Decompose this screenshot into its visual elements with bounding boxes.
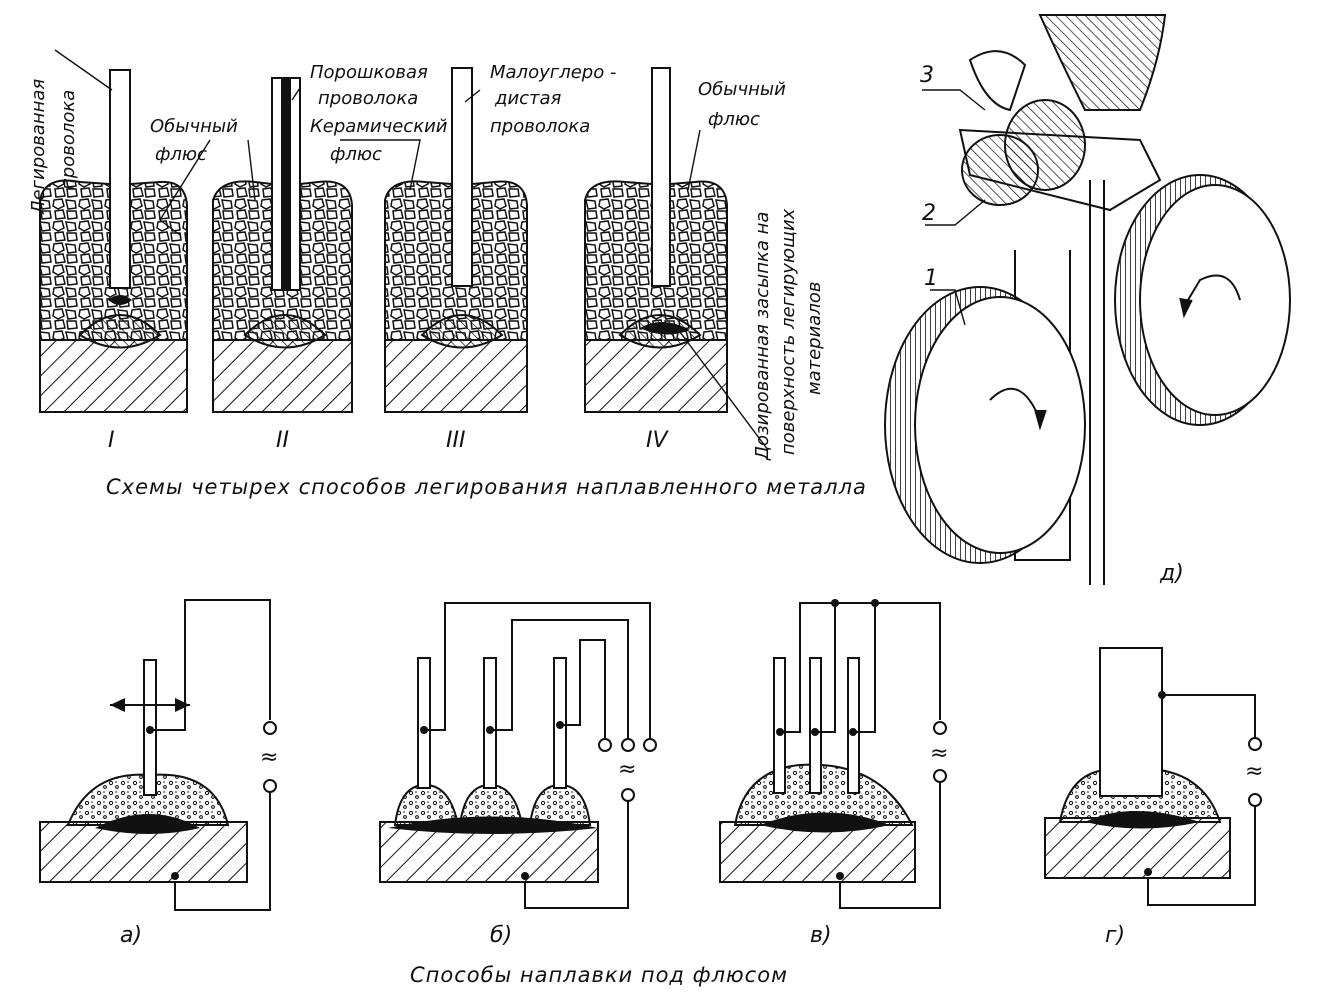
- letter-a: а): [120, 923, 142, 948]
- label-alloyed-wire-1: Легированная: [28, 79, 49, 215]
- label-ceramic-flux-1: Керамический: [310, 116, 448, 137]
- letter-b: б): [490, 923, 512, 948]
- scheme-panel-4: [584, 67, 728, 413]
- label-dosed-fill-1: Дозированная засыпка на: [752, 212, 773, 461]
- base-metal: [384, 339, 528, 413]
- weld-bead: [243, 314, 327, 349]
- letter-c: в): [810, 923, 832, 948]
- label-ordinary-flux-2: флюс: [155, 144, 207, 165]
- wire-core: [281, 78, 291, 290]
- base-metal: [584, 339, 728, 413]
- alloy-dose: [640, 321, 690, 335]
- numeral-i: I: [108, 428, 115, 453]
- label-low-carbon-2: дистая: [494, 88, 562, 109]
- letter-d: г): [1105, 923, 1125, 948]
- roller-mechanism: [884, 14, 1291, 585]
- scheme-panel-1: [39, 69, 188, 413]
- ac-symbol-b: ≈: [618, 757, 636, 782]
- ac-symbol-d: ≈: [1245, 759, 1263, 784]
- label-low-carbon-3: проволока: [490, 116, 590, 137]
- label-dosed-fill-3: материалов: [804, 282, 825, 395]
- method-panel-d: [1044, 647, 1262, 906]
- label-ordinary-flux-1: Обычный: [150, 116, 238, 137]
- ac-symbol-a: ≈: [260, 745, 278, 770]
- numeral-iv: IV: [646, 428, 669, 453]
- method-panel-b: [379, 602, 657, 909]
- label-cored-wire-1: Порошковая: [310, 62, 428, 83]
- ac-symbol-c: ≈: [930, 741, 948, 766]
- method-panel-a: [39, 599, 277, 911]
- scheme-panel-3: [384, 67, 528, 413]
- welding-wire: [451, 67, 473, 287]
- top-caption: Схемы четырех способов легирования напла…: [106, 475, 867, 499]
- roller-caption: д): [1159, 561, 1184, 586]
- callout-1: 1: [924, 266, 938, 291]
- numeral-ii: II: [276, 428, 289, 453]
- weld-bead: [78, 314, 162, 349]
- label-ordinary-flux-iv-1: Обычный: [698, 79, 786, 100]
- arc: [108, 295, 132, 305]
- base-metal: [39, 339, 188, 413]
- welding-wire: [651, 67, 671, 287]
- label-alloyed-wire-2: проволока: [58, 90, 79, 190]
- welding-wire: [109, 69, 131, 289]
- numeral-iii: III: [446, 428, 465, 453]
- label-dosed-fill-2: поверхность легирующих: [778, 208, 799, 455]
- method-panel-c: [719, 599, 947, 909]
- base-metal: [212, 339, 353, 413]
- callout-2: 2: [922, 201, 936, 226]
- label-ceramic-flux-2: флюс: [330, 144, 382, 165]
- label-cored-wire-2: проволока: [318, 88, 418, 109]
- scheme-panel-2: [212, 77, 353, 413]
- label-ordinary-flux-iv-2: флюс: [708, 109, 760, 130]
- label-low-carbon-1: Малоуглеро -: [490, 62, 616, 83]
- callout-3: 3: [920, 63, 934, 88]
- leader-lines-top: [54, 49, 769, 451]
- bottom-caption: Способы наплавки под флюсом: [410, 963, 788, 987]
- weld-bead: [420, 314, 504, 349]
